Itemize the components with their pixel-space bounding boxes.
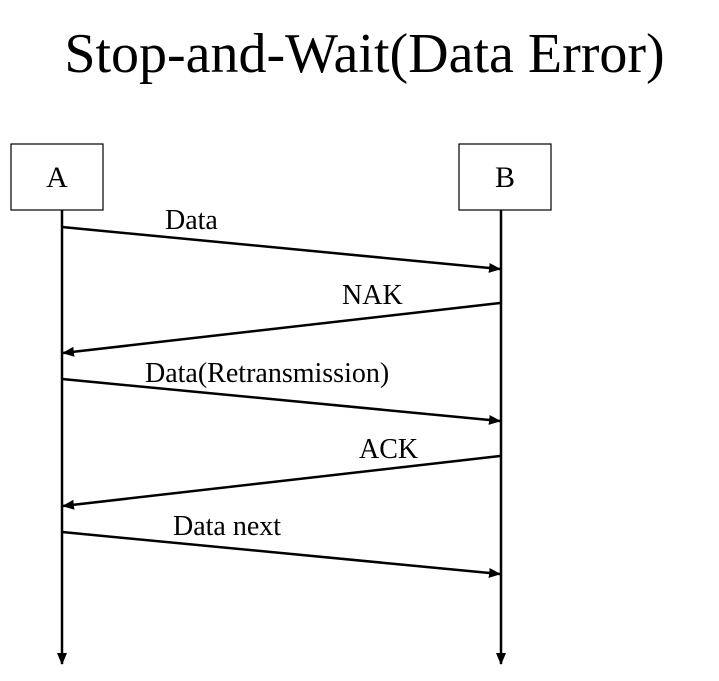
- message-arrow-retransmission: [61, 377, 501, 425]
- entity-b-label: B: [495, 161, 515, 194]
- message-label-data-next: Data next: [173, 511, 281, 542]
- message-arrow-data-next: [61, 530, 501, 578]
- message-label-retransmission: Data(Retransmission): [145, 358, 389, 389]
- message-arrow-data: [61, 225, 501, 273]
- message-label-data: Data: [165, 205, 218, 236]
- entity-a-label: A: [46, 161, 68, 194]
- message-arrow-nak: [62, 301, 501, 357]
- entity-a-box: [10, 143, 104, 211]
- diagram-title: Stop-and-Wait(Data Error): [64, 23, 665, 85]
- message-label-nak: NAK: [342, 280, 403, 311]
- entity-b-box: [458, 143, 552, 211]
- message-arrow-ack: [62, 454, 501, 510]
- message-label-ack: ACK: [359, 434, 418, 465]
